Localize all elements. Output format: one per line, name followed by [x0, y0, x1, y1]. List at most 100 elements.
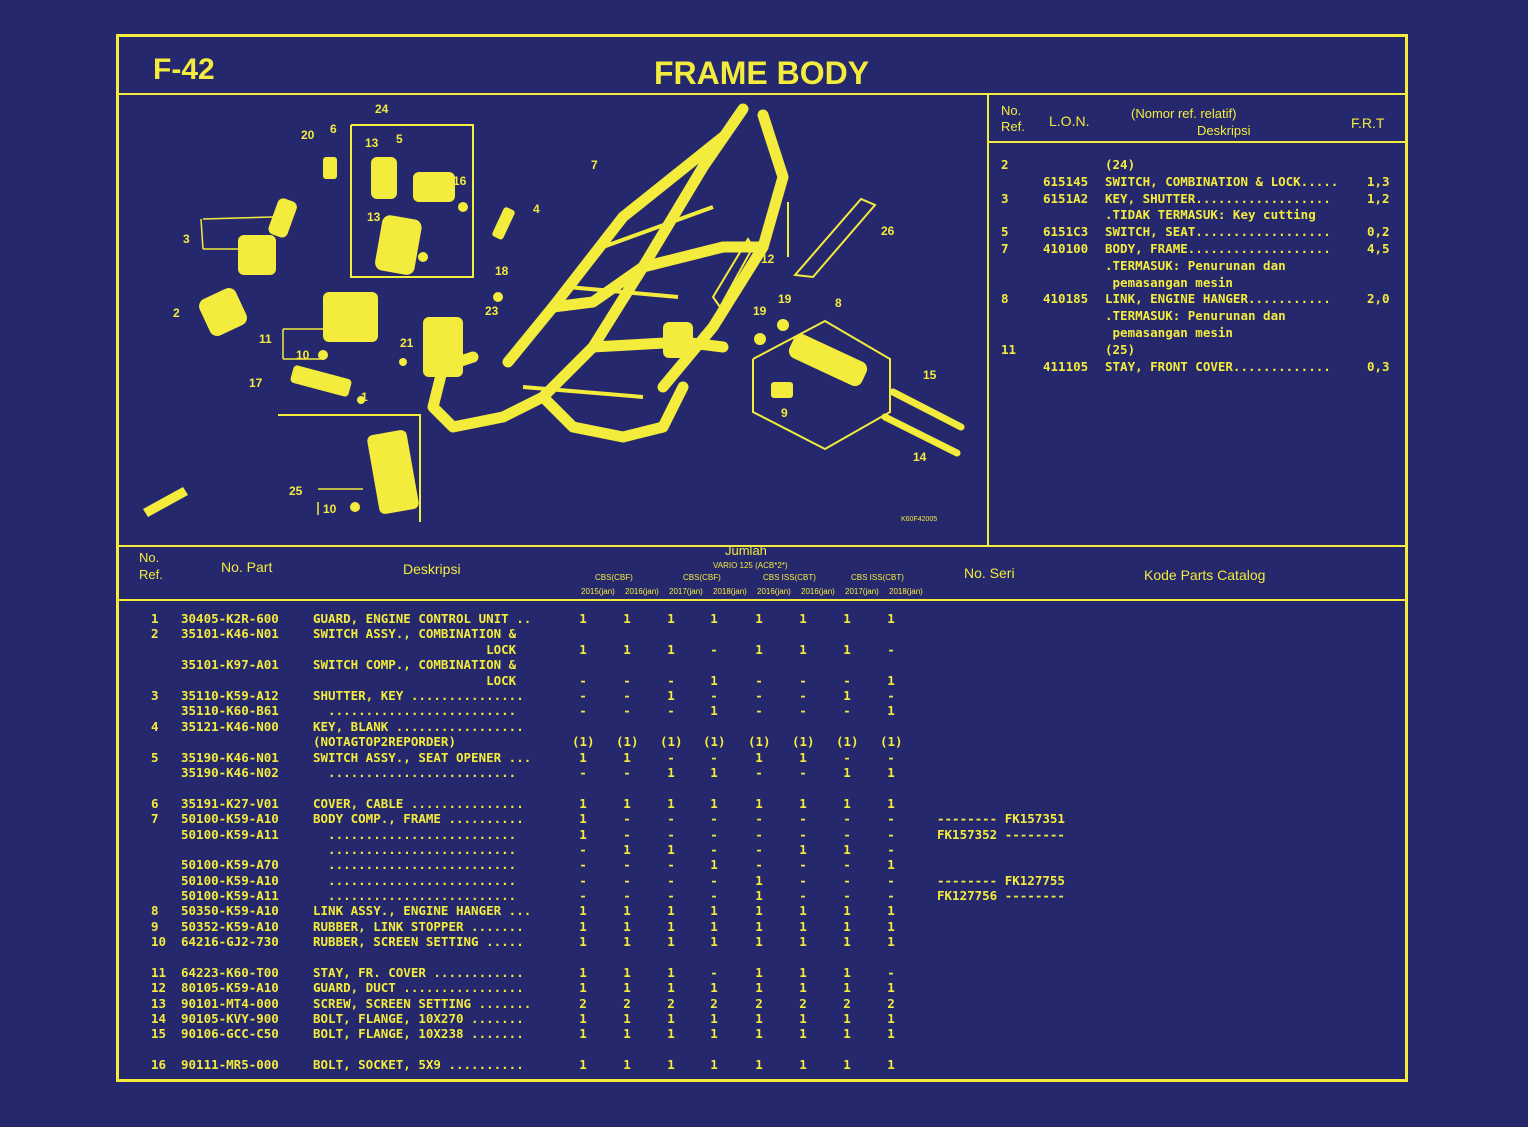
parts-cell-qty: 1	[710, 857, 718, 872]
diagram-callout-16: 16	[453, 174, 467, 188]
group-box-25	[278, 414, 421, 522]
parts-cell-qty: 2	[710, 996, 718, 1011]
parts-cell-qty: 1	[579, 1026, 587, 1041]
ref-cell-frt: 4,5	[1367, 241, 1390, 256]
parts-cell-ref: 9	[151, 919, 159, 934]
parts-cell-qty: 1	[710, 611, 718, 626]
parts-cell-qty: 2	[667, 996, 675, 1011]
parts-cell-qty: 1	[887, 765, 895, 780]
parts-cell-qty: -	[710, 965, 718, 980]
diagram-callout-10: 10	[296, 348, 310, 362]
ref-cell-desc: .TERMASUK: Penurunan dan	[1105, 257, 1286, 273]
jumlah-group-header: CBS ISS(CBT)	[763, 573, 816, 582]
parts-cell-qty: 1	[710, 919, 718, 934]
parts-cell-qty: 1	[799, 980, 807, 995]
parts-cell-qty: 1	[667, 1057, 675, 1072]
parts-cell-qty: 1	[843, 842, 851, 857]
parts-cell-qty: 1	[579, 965, 587, 980]
parts-cell-qty: -	[755, 688, 763, 703]
ref-cell-frt: 2,0	[1367, 291, 1390, 307]
parts-cell-ref: 3	[151, 688, 159, 703]
parts-cell-qty: -	[623, 888, 631, 903]
ref-cell-desc: SWITCH, SEAT..................	[1105, 224, 1331, 240]
parts-cell-qty: -	[667, 888, 675, 903]
parts-cell-qty: -	[623, 811, 631, 826]
parts-cell-qty: -	[887, 888, 895, 903]
parts-cell-qty: 1	[843, 1026, 851, 1041]
parts-cell-qty: -	[710, 688, 718, 703]
parts-cell-qty: 1	[843, 1011, 851, 1026]
parts-cell-part-no: 35110-K60-B61	[181, 703, 279, 718]
parts-cell-qty: 1	[579, 919, 587, 934]
ref-cell-ref: 11	[1001, 341, 1017, 357]
ref-cell-ref: 7	[1001, 241, 1009, 256]
parts-cell-qty: 1	[887, 1026, 895, 1041]
parts-cell-qty: -	[623, 688, 631, 703]
parts-cell-qty: -	[843, 811, 851, 826]
parts-cell-qty: 1	[623, 642, 631, 657]
parts-cell-qty: 2	[755, 996, 763, 1011]
jumlah-group-header: CBS ISS(CBT)	[851, 573, 904, 582]
diagram-parts	[143, 157, 868, 517]
parts-cell-qty: (1)	[660, 734, 683, 749]
parts-cell-qty: 1	[623, 611, 631, 626]
parts-desc-col-header: Deskripsi	[403, 561, 461, 577]
parts-cell-desc: SHUTTER, KEY ...............	[313, 688, 524, 703]
parts-cell-qty: 1	[667, 1011, 675, 1026]
parts-cell-qty: -	[887, 811, 895, 826]
parts-cell-desc: .........................	[313, 842, 517, 857]
parts-cell-qty: -	[799, 811, 807, 826]
ref-cell-desc: .TIDAK TERMASUK: Key cutting	[1105, 207, 1316, 223]
parts-cell-ref: 16	[151, 1057, 167, 1072]
ref-cell-desc: KEY, SHUTTER..................	[1105, 190, 1331, 206]
diagram-callout-2: 2	[173, 306, 180, 320]
parts-cell-qty: 1	[799, 965, 807, 980]
parts-cell-qty: 1	[887, 1011, 895, 1026]
parts-cell-qty: -	[887, 688, 895, 703]
parts-cell-qty: -	[755, 703, 763, 718]
parts-cell-desc: .........................	[313, 827, 517, 842]
parts-cell-ref: 11	[151, 965, 167, 980]
parts-cell-ref: 6	[151, 796, 159, 811]
ref-cell-desc: pemasangan mesin	[1105, 274, 1233, 290]
parts-cell-qty: -	[755, 811, 763, 826]
parts-cell-qty: 1	[710, 980, 718, 995]
diagram-callout-13: 13	[365, 136, 379, 150]
parts-cell-qty: -	[623, 703, 631, 718]
ref-cell-lon: 6151A2	[1043, 190, 1089, 206]
parts-cell-qty: 1	[799, 842, 807, 857]
parts-cell-qty: 1	[579, 1011, 587, 1026]
ref-cell-frt: 1,3	[1367, 173, 1390, 189]
parts-cell-qty: -	[667, 750, 675, 765]
parts-cell-qty: 2	[799, 996, 807, 1011]
parts-cell-qty: 1	[623, 842, 631, 857]
parts-cell-qty: -	[799, 857, 807, 872]
parts-cell-qty: -	[667, 873, 675, 888]
kode-col-header: Kode Parts Catalog	[1144, 567, 1266, 583]
parts-cell-ref: 5	[151, 750, 159, 765]
parts-cell-qty: -	[623, 873, 631, 888]
parts-cell-desc: RUBBER, SCREEN SETTING .....	[313, 934, 524, 949]
diagram-callout-6: 6	[330, 122, 337, 136]
parts-cell-qty: 1	[887, 980, 895, 995]
main-frame-body	[427, 103, 789, 443]
parts-cell-qty: (1)	[703, 734, 726, 749]
parts-cell-qty: 1	[799, 934, 807, 949]
parts-cell-qty: (1)	[836, 734, 859, 749]
parts-cell-qty: 1	[843, 965, 851, 980]
parts-cell-qty: 1	[755, 919, 763, 934]
parts-cell-qty: 1	[799, 1011, 807, 1026]
diagram-callout-3: 3	[183, 232, 190, 246]
ref-cell-desc: pemasangan mesin	[1105, 325, 1233, 340]
parts-cell-desc: STAY, FR. COVER ............	[313, 965, 524, 980]
parts-cell-qty: 1	[755, 1011, 763, 1026]
frame-bracing	[522, 205, 714, 399]
parts-cell-desc: (NOTAGTOP2REPORDER)	[313, 734, 456, 749]
parts-cell-qty: 1	[710, 796, 718, 811]
parts-cell-qty: 2	[623, 996, 631, 1011]
lon-col-header: L.O.N.	[1049, 113, 1090, 129]
diagram-callout-25: 25	[289, 484, 303, 498]
parts-cell-qty: -	[843, 873, 851, 888]
diagram-callout-10: 10	[323, 502, 337, 516]
parts-cell-qty: 1	[710, 934, 718, 949]
